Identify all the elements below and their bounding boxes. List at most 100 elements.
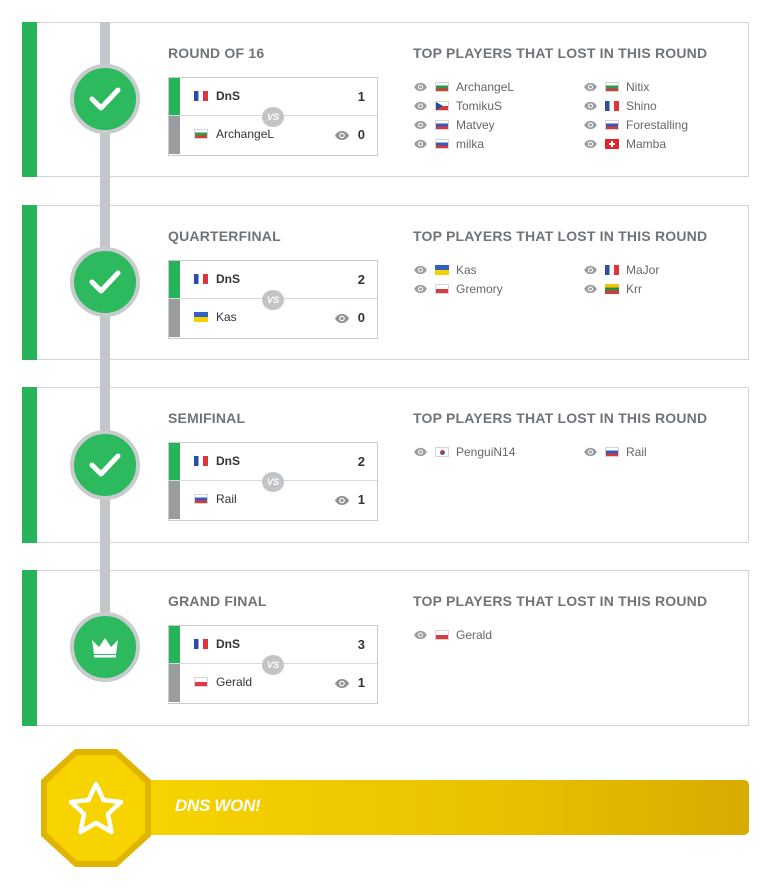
lost-player[interactable]: Kas: [413, 260, 477, 279]
lost-player[interactable]: Nitix: [583, 77, 649, 96]
russia-flag-icon: [605, 446, 619, 457]
lost-player-name[interactable]: Kas: [456, 262, 477, 277]
loser-name[interactable]: Rail: [216, 492, 237, 506]
round-complete-node: [70, 64, 140, 134]
lost-player-name[interactable]: MaJor: [626, 262, 660, 277]
lost-players-title: TOP PLAYERS THAT LOST IN THIS ROUND: [413, 410, 708, 426]
eye-icon[interactable]: [413, 284, 428, 294]
round-accent-bar: [22, 387, 37, 543]
eye-icon[interactable]: [413, 265, 428, 275]
loser-bar: [169, 116, 180, 154]
lost-player-name[interactable]: ArchangeL: [456, 79, 515, 94]
match-loser-row[interactable]: Rail 1: [169, 481, 377, 519]
lost-player-name[interactable]: Forestalling: [626, 117, 689, 132]
eye-icon[interactable]: [413, 139, 428, 149]
lithuania-flag-icon: [605, 283, 619, 294]
lost-player[interactable]: Shino: [583, 96, 657, 115]
lost-player-name[interactable]: Rail: [626, 444, 647, 459]
star-badge-icon: [41, 749, 151, 867]
lost-player[interactable]: MaJor: [583, 260, 659, 279]
france-flag-icon: [194, 274, 208, 284]
bulgaria-flag-icon: [605, 81, 619, 92]
match-loser-row[interactable]: Kas 0: [169, 299, 377, 337]
eye-icon[interactable]: [334, 495, 350, 506]
round-card-grand-final: GRAND FINAL TOP PLAYERS THAT LOST IN THI…: [22, 570, 749, 726]
eye-icon[interactable]: [413, 82, 428, 92]
winner-bar: [169, 626, 180, 663]
lost-player[interactable]: milka: [413, 134, 484, 153]
eye-icon[interactable]: [334, 130, 350, 141]
lost-player-name[interactable]: Gremory: [456, 281, 503, 296]
eye-icon[interactable]: [583, 139, 598, 149]
match-loser-row[interactable]: Gerald 1: [169, 664, 377, 702]
eye-icon[interactable]: [583, 447, 598, 457]
lost-player[interactable]: Forestalling: [583, 115, 688, 134]
loser-name[interactable]: Kas: [216, 310, 237, 324]
match-card[interactable]: DnS 2 Kas 0 VS: [168, 260, 378, 339]
round-accent-bar: [22, 22, 37, 177]
crown-icon: [92, 638, 118, 658]
france-flag-icon: [605, 100, 619, 111]
round-title: ROUND OF 16: [168, 45, 265, 61]
loser-score: 0: [357, 127, 365, 142]
winner-name[interactable]: DnS: [216, 272, 240, 286]
round-complete-node: [70, 430, 140, 500]
czech-flag-icon: [435, 100, 449, 111]
lost-player-name[interactable]: TomikuS: [456, 98, 503, 113]
check-icon: [89, 87, 121, 111]
eye-icon[interactable]: [413, 630, 428, 640]
lost-player-name[interactable]: Mamba: [626, 136, 667, 151]
lost-player-name[interactable]: Krr: [626, 281, 642, 296]
eye-icon[interactable]: [334, 313, 350, 324]
match-card[interactable]: DnS 3 Gerald 1 VS: [168, 625, 378, 704]
winner-bar: [169, 78, 180, 115]
eye-icon[interactable]: [583, 120, 598, 130]
lost-player[interactable]: Rail: [583, 442, 647, 461]
eye-icon[interactable]: [583, 284, 598, 294]
match-card[interactable]: DnS 2 Rail 1 VS: [168, 442, 378, 521]
lost-player-name[interactable]: Matvey: [456, 117, 495, 132]
eye-icon[interactable]: [413, 120, 428, 130]
eye-icon[interactable]: [583, 82, 598, 92]
loser-name[interactable]: ArchangeL: [216, 127, 275, 141]
round-card-round-of-16: ROUND OF 16 TOP PLAYERS THAT LOST IN THI…: [22, 22, 749, 177]
lost-player-name[interactable]: milka: [456, 136, 485, 151]
eye-icon[interactable]: [583, 101, 598, 111]
lost-player[interactable]: PenguiN14: [413, 442, 515, 461]
winner-name[interactable]: DnS: [216, 89, 240, 103]
lost-players-title: TOP PLAYERS THAT LOST IN THIS ROUND: [413, 45, 708, 61]
lost-player[interactable]: ArchangeL: [413, 77, 514, 96]
lost-player[interactable]: Mamba: [583, 134, 666, 153]
loser-name[interactable]: Gerald: [216, 675, 253, 689]
poland-flag-icon: [435, 629, 449, 640]
eye-icon[interactable]: [334, 678, 350, 689]
loser-bar: [169, 481, 180, 519]
winner-text: DNS WON!: [175, 796, 261, 815]
round-card-semifinal: SEMIFINAL TOP PLAYERS THAT LOST IN THIS …: [22, 387, 749, 543]
lost-player-name[interactable]: Shino: [626, 98, 657, 113]
lost-player-name[interactable]: Gerald: [456, 627, 493, 642]
eye-icon[interactable]: [413, 101, 428, 111]
match-loser-row[interactable]: ArchangeL 0: [169, 116, 377, 154]
winner-bar: [169, 443, 180, 480]
russia-flag-icon: [194, 494, 208, 504]
lost-player-name[interactable]: PenguiN14: [456, 444, 516, 459]
eye-icon[interactable]: [413, 447, 428, 457]
lost-player-name[interactable]: Nitix: [626, 79, 650, 94]
loser-bar: [169, 299, 180, 337]
vs-badge: VS: [262, 290, 284, 310]
winner-banner: DNS WON!: [130, 780, 749, 835]
winner-name[interactable]: DnS: [216, 454, 240, 468]
eye-icon[interactable]: [583, 265, 598, 275]
lost-player[interactable]: Krr: [583, 279, 642, 298]
lost-player[interactable]: Gremory: [413, 279, 503, 298]
lost-player[interactable]: Gerald: [413, 625, 492, 644]
check-icon: [89, 270, 121, 294]
loser-bar: [169, 664, 180, 702]
lost-player[interactable]: Matvey: [413, 115, 495, 134]
france-flag-icon: [194, 91, 208, 101]
round-title: SEMIFINAL: [168, 410, 246, 426]
lost-player[interactable]: TomikuS: [413, 96, 502, 115]
winner-name[interactable]: DnS: [216, 637, 240, 651]
match-card[interactable]: DnS 1 ArchangeL 0 VS: [168, 77, 378, 156]
